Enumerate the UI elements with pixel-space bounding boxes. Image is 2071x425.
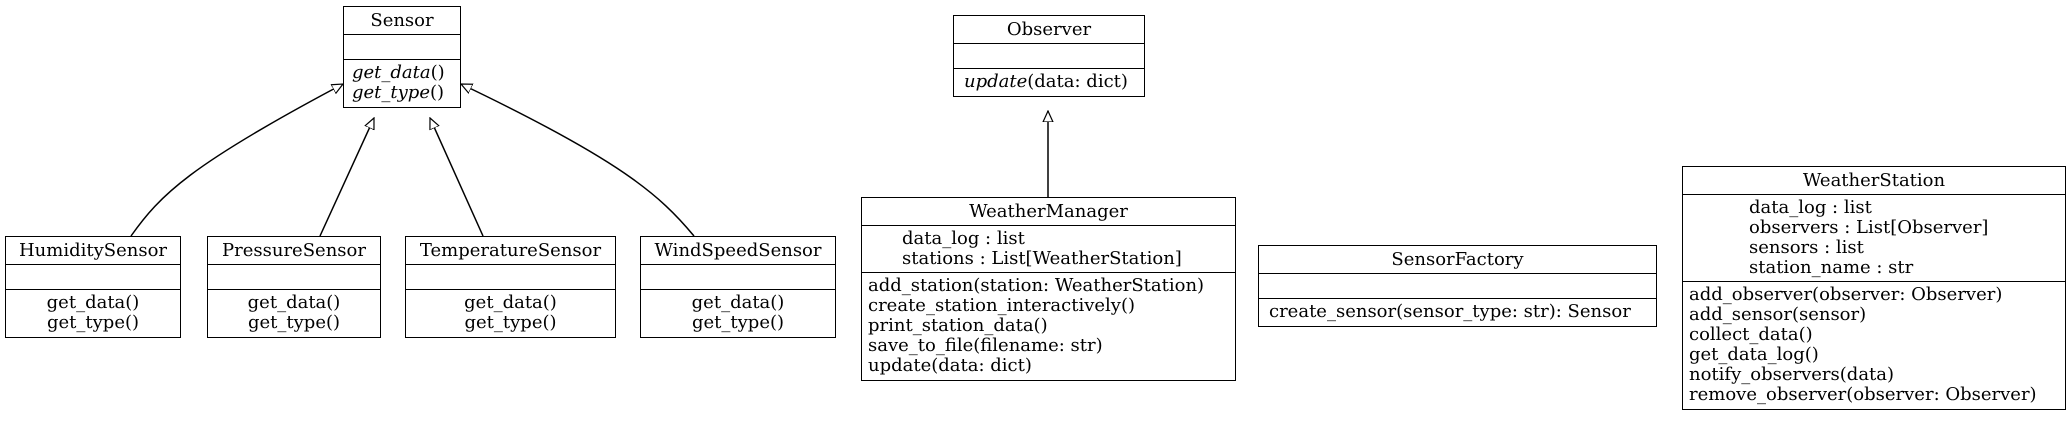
link-windspeed-to-sensor bbox=[461, 83, 695, 237]
class-name: Observer bbox=[954, 16, 1144, 44]
class-sensor[interactable]: Sensor get_data() get_type() bbox=[343, 6, 461, 108]
class-name: SensorFactory bbox=[1259, 246, 1656, 274]
class-attributes: data_log : list observers : List[Observe… bbox=[1683, 195, 2065, 282]
operation: save_to_file(filename: str) bbox=[868, 335, 1103, 356]
class-pressure-sensor[interactable]: PressureSensor get_data() get_type() bbox=[207, 236, 381, 338]
class-attributes bbox=[344, 35, 460, 60]
operation: remove_observer(observer: Observer) bbox=[1689, 384, 2037, 405]
class-operations: add_observer(observer: Observer) add_sen… bbox=[1683, 282, 2065, 409]
attribute: data_log : list bbox=[1749, 197, 1872, 218]
operation: get_type() bbox=[691, 312, 785, 333]
class-humidity-sensor[interactable]: HumiditySensor get_data() get_type() bbox=[5, 236, 181, 338]
link-pressure-to-sensor bbox=[319, 118, 375, 237]
attribute: station_name : str bbox=[1749, 257, 1914, 278]
operation: print_station_data() bbox=[868, 315, 1048, 336]
operation: add_sensor(sensor) bbox=[1689, 304, 1867, 325]
class-operations: get_data() get_type() bbox=[6, 290, 180, 337]
operation: create_station_interactively() bbox=[868, 295, 1136, 316]
class-attributes bbox=[406, 265, 615, 290]
operation: collect_data() bbox=[1689, 324, 1813, 345]
class-name: PressureSensor bbox=[208, 237, 380, 265]
operation: get_data() bbox=[464, 292, 557, 313]
attribute: stations : List[WeatherStation] bbox=[902, 248, 1182, 269]
class-attributes bbox=[1259, 274, 1656, 299]
class-name: HumiditySensor bbox=[6, 237, 180, 265]
class-attributes bbox=[641, 265, 835, 290]
operation: get_type() bbox=[464, 312, 557, 333]
operation: get_type() bbox=[247, 312, 341, 333]
attribute: observers : List[Observer] bbox=[1749, 217, 1989, 238]
class-operations: add_station(station: WeatherStation) cre… bbox=[862, 273, 1235, 380]
class-operations: update(data: dict) bbox=[954, 69, 1144, 96]
class-name: WeatherStation bbox=[1683, 167, 2065, 195]
operation: get_data() bbox=[352, 62, 445, 83]
class-weather-station[interactable]: WeatherStation data_log : list observers… bbox=[1682, 166, 2066, 410]
class-operations: get_data() get_type() bbox=[641, 290, 835, 337]
operation: get_data_log() bbox=[1689, 344, 1819, 365]
operation: get_type() bbox=[46, 312, 140, 333]
class-name: WindSpeedSensor bbox=[641, 237, 835, 265]
attribute: data_log : list bbox=[902, 228, 1025, 249]
operation: add_station(station: WeatherStation) bbox=[868, 275, 1205, 296]
class-weather-manager[interactable]: WeatherManager data_log : list stations … bbox=[861, 197, 1236, 381]
operation: update(data: dict) bbox=[964, 71, 1128, 92]
class-attributes: data_log : list stations : List[WeatherS… bbox=[862, 226, 1235, 273]
operation: notify_observers(data) bbox=[1689, 364, 1895, 385]
operation: get_type() bbox=[352, 82, 445, 103]
class-name: Sensor bbox=[344, 7, 460, 35]
class-windspeed-sensor[interactable]: WindSpeedSensor get_data() get_type() bbox=[640, 236, 836, 338]
operation: get_data() bbox=[691, 292, 785, 313]
attribute: sensors : list bbox=[1749, 237, 1864, 258]
link-temperature-to-sensor bbox=[429, 118, 484, 237]
operation: update(data: dict) bbox=[868, 355, 1032, 376]
class-name: TemperatureSensor bbox=[406, 237, 615, 265]
class-sensor-factory[interactable]: SensorFactory create_sensor(sensor_type:… bbox=[1258, 245, 1657, 327]
operation: add_observer(observer: Observer) bbox=[1689, 284, 2003, 305]
operation: create_sensor(sensor_type: str): Sensor bbox=[1269, 301, 1631, 322]
class-observer[interactable]: Observer update(data: dict) bbox=[953, 15, 1145, 97]
link-humidity-to-sensor bbox=[130, 84, 343, 237]
operation: get_data() bbox=[247, 292, 341, 313]
class-operations: get_data() get_type() bbox=[344, 60, 460, 107]
operation: get_data() bbox=[46, 292, 140, 313]
class-operations: create_sensor(sensor_type: str): Sensor bbox=[1259, 299, 1656, 326]
class-temperature-sensor[interactable]: TemperatureSensor get_data() get_type() bbox=[405, 236, 616, 338]
class-name: WeatherManager bbox=[862, 198, 1235, 226]
class-operations: get_data() get_type() bbox=[406, 290, 615, 337]
class-attributes bbox=[208, 265, 380, 290]
class-attributes bbox=[954, 44, 1144, 69]
class-operations: get_data() get_type() bbox=[208, 290, 380, 337]
class-attributes bbox=[6, 265, 180, 290]
